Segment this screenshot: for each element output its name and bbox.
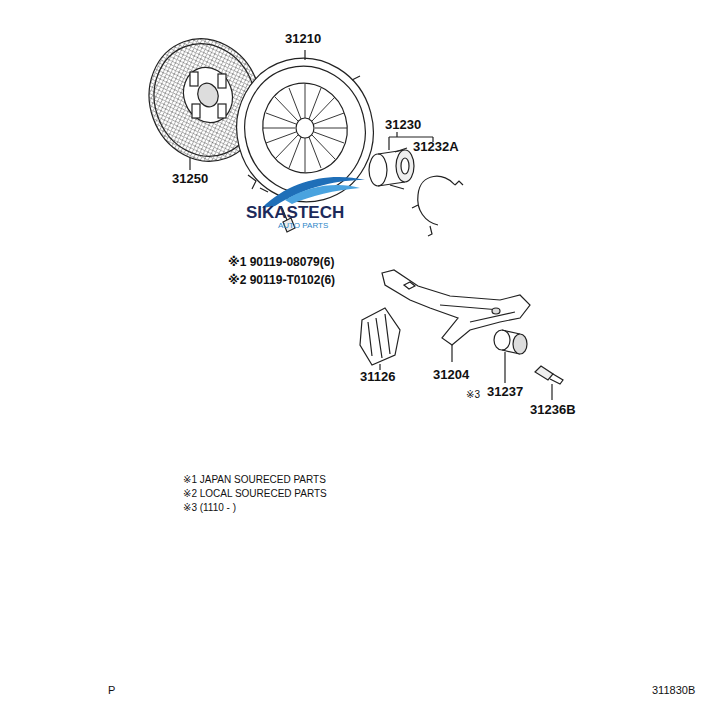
- note-mark: ※3: [466, 389, 480, 400]
- callout-number: 31230: [385, 118, 421, 132]
- watermark: SIKASTECH: [246, 204, 344, 223]
- page-mark: P: [108, 684, 115, 696]
- callout-number: 31236B: [530, 403, 576, 417]
- callout-number: 31232A: [413, 140, 459, 154]
- watermark: AUTO PARTS: [278, 222, 328, 231]
- note-text: ※2 LOCAL SOURECED PARTS: [183, 488, 327, 499]
- diagram-code: 311830B: [652, 684, 695, 696]
- callout-number: 31126: [360, 370, 395, 384]
- part-number: ※2 90119-T0102(6): [228, 274, 335, 287]
- callout-number: 31210: [285, 32, 321, 46]
- callout-number: 31204: [433, 368, 469, 382]
- callout-number: 31237: [487, 385, 523, 399]
- callout-number: 31250: [172, 172, 208, 186]
- note-text: ※1 JAPAN SOURECED PARTS: [183, 474, 326, 485]
- part-number: ※1 90119-08079(6): [228, 256, 334, 269]
- note-text: ※3 (1110 - ): [183, 502, 236, 513]
